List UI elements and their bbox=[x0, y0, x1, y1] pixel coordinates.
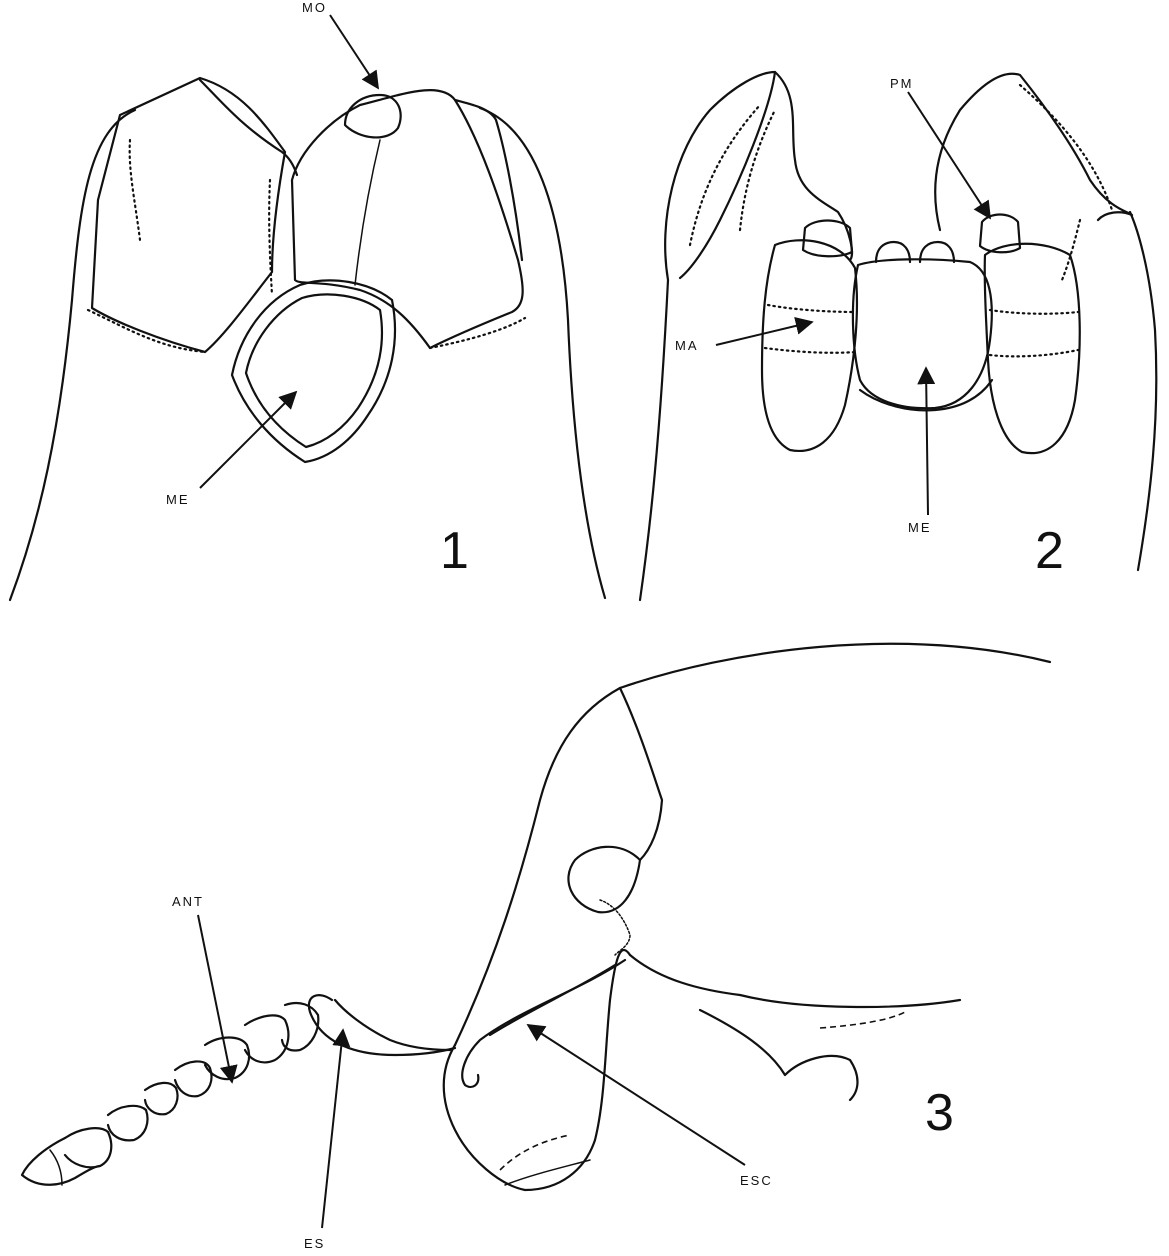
figure-1-label-me: ME bbox=[166, 492, 190, 507]
figure-2-number: 2 bbox=[1035, 522, 1064, 580]
figure-3-label-es: ES bbox=[304, 1236, 325, 1251]
figure-3-number: 3 bbox=[925, 1084, 954, 1142]
figure-2-right-maxilla bbox=[980, 215, 1080, 454]
figure-2-label-ma: MA bbox=[675, 338, 699, 353]
figure-3-label-ant: ANT bbox=[172, 894, 204, 909]
figure-3-head-outline bbox=[455, 644, 1050, 1100]
figure-2-median-eye bbox=[853, 242, 992, 410]
figure-1-head-outline bbox=[10, 108, 605, 600]
figure-2-label-me: ME bbox=[908, 520, 932, 535]
figure-1-number: 1 bbox=[440, 522, 469, 580]
figure-3-antenna bbox=[22, 995, 455, 1185]
figure-2-right-chelicera bbox=[935, 74, 1132, 280]
figure-3-label-esc: ESC bbox=[740, 1173, 773, 1188]
figure-3: ANT ES ESC 3 bbox=[22, 644, 1050, 1251]
figure-1-median-eye bbox=[232, 280, 395, 462]
figure-1-right-mandible bbox=[292, 90, 525, 348]
figure-2: PM MA ME 2 bbox=[640, 72, 1156, 600]
figure-3-scape-socket bbox=[444, 950, 630, 1190]
figure-2-label-pm: PM bbox=[890, 76, 914, 91]
figure-1-left-mandible bbox=[88, 78, 297, 352]
figure-1-label-mo: MO bbox=[302, 0, 327, 15]
figure-2-left-chelicera bbox=[665, 72, 852, 280]
figure-1: MO ME 1 bbox=[10, 0, 605, 600]
figure-2-left-maxilla bbox=[762, 221, 857, 451]
